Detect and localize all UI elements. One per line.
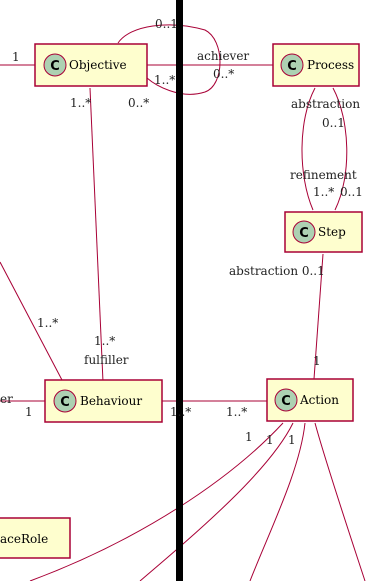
mult-label: 0..1 [340, 185, 363, 199]
class-icon-letter: C [299, 226, 309, 241]
mult-label: 0..* [213, 67, 234, 81]
class-icon-letter: C [281, 394, 291, 409]
mult-label: 1 [288, 433, 296, 447]
process-step-abstraction [301, 87, 316, 211]
process-step-refinement [332, 87, 348, 211]
mult-label: 1 [266, 433, 274, 447]
action-curve-4 [314, 422, 366, 581]
class-step[interactable]: C Step [284, 211, 363, 253]
class-behaviour[interactable]: C Behaviour [44, 379, 163, 423]
class-icon-letter: C [287, 59, 297, 74]
class-icon-letter: C [50, 59, 60, 74]
mult-label: 1 [12, 50, 20, 64]
association-labels: 1 0..1 1..* 1..* 0..* achiever 0..* abst… [0, 17, 363, 447]
role-label: fulfiller [84, 353, 129, 367]
class-action[interactable]: C Action [266, 378, 354, 422]
class-name: Action [299, 393, 339, 407]
mult-label: 0..1 [155, 17, 178, 31]
mult-label: 0..1 [322, 116, 345, 130]
class-name: Behaviour [80, 394, 142, 408]
objective-behaviour-link [89, 87, 104, 383]
class-icon [280, 53, 304, 77]
role-label: abstraction 0..1 [229, 264, 325, 278]
class-process[interactable]: C Process [272, 43, 360, 87]
class-name: Process [307, 58, 354, 72]
class-icon [53, 389, 77, 413]
class-icon [274, 388, 298, 412]
mult-label: 1..* [154, 73, 175, 87]
mult-label: 1..* [313, 185, 334, 199]
mult-label: 1..* [226, 405, 247, 419]
action-curve-3 [249, 422, 306, 581]
class-box [0, 517, 71, 559]
class-role-partial[interactable]: aceRole [0, 517, 71, 559]
class-name: aceRole [0, 532, 48, 546]
class-objective[interactable]: C Objective [34, 43, 148, 87]
objective-self-loop [117, 24, 221, 95]
left-diagonal-link [0, 261, 63, 381]
mult-label: 1..* [70, 96, 91, 110]
class-icon-letter: C [60, 395, 70, 410]
action-curve-2 [139, 422, 294, 581]
mult-label: 1..* [94, 334, 115, 348]
class-name: Step [318, 225, 346, 239]
mult-label: 0..* [128, 96, 149, 110]
mult-label: 1 [25, 405, 33, 419]
role-label: abstraction [291, 97, 360, 111]
role-label: achiever [197, 49, 249, 63]
connectors [0, 24, 366, 581]
class-icon [43, 53, 67, 77]
class-name: Objective [69, 58, 127, 72]
mult-label: 1 [313, 354, 321, 368]
mult-label: 1 [245, 430, 253, 444]
step-action-link [313, 253, 324, 380]
mult-label: 1..* [37, 316, 58, 330]
class-icon [292, 220, 316, 244]
role-label: er [0, 392, 13, 406]
panel-divider [176, 0, 183, 581]
role-label: refinement [290, 168, 357, 182]
mult-label: 1..* [170, 405, 191, 419]
